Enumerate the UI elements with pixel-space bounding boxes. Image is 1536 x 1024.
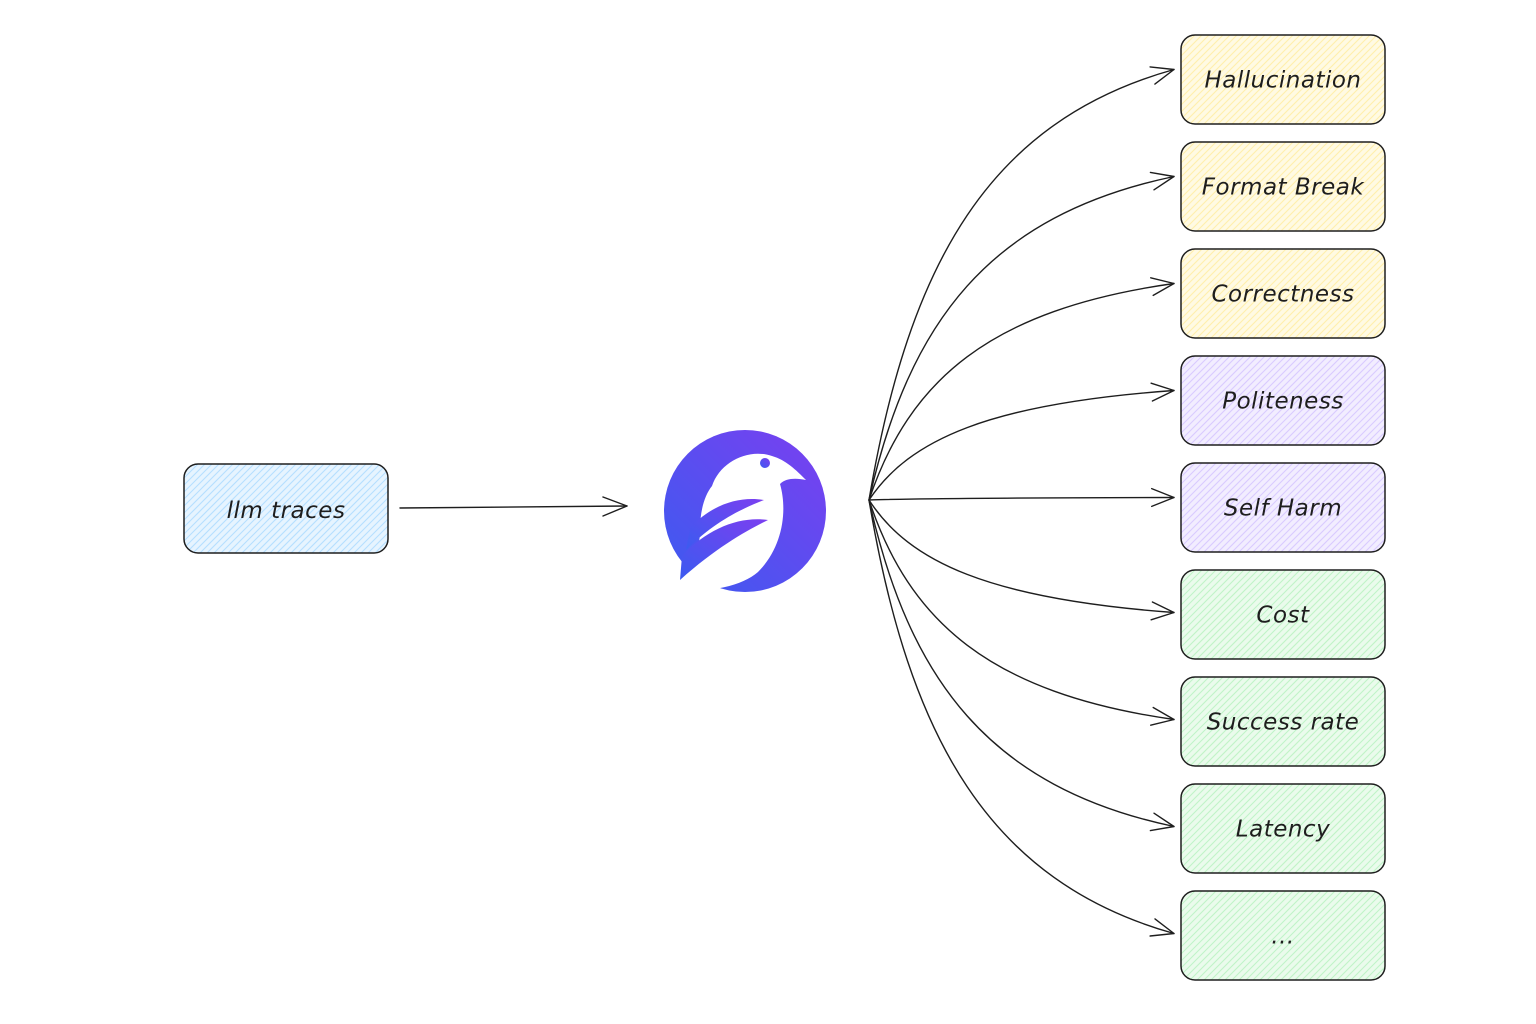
metric-label: Correctness	[1211, 282, 1354, 308]
edge-to-hallucination	[868, 66, 1175, 501]
metric-box	[1180, 676, 1386, 767]
metric-hatch	[1181, 249, 1385, 338]
source-hatch	[184, 464, 388, 553]
metric-node-hallucination[interactable]: Hallucination	[1092, 34, 1536, 125]
metric-node-format-break[interactable]: Format Break	[1092, 141, 1536, 232]
bird-logo-icon	[664, 430, 826, 592]
metric-hatch	[1181, 677, 1385, 766]
metric-node-cost[interactable]: Cost	[1092, 569, 1536, 660]
source-label: llm traces	[227, 498, 346, 524]
bird-wing-stripe-2	[680, 519, 768, 580]
edge-to-politeness	[868, 382, 1175, 501]
metric-box	[1180, 34, 1386, 125]
metric-box	[1180, 355, 1386, 446]
metric-hatch	[1181, 142, 1385, 231]
source-box	[183, 463, 389, 554]
bird-eye	[760, 458, 770, 468]
metric-node-self-harm[interactable]: Self Harm	[1092, 462, 1536, 553]
metric-label: Self Harm	[1224, 496, 1342, 522]
metric-node-latency[interactable]: Latency	[1092, 783, 1536, 874]
metric-node-politeness[interactable]: Politeness	[1092, 355, 1536, 446]
metric-node-correctness[interactable]: Correctness	[1092, 248, 1536, 339]
source-node[interactable]: llm traces	[95, 463, 562, 554]
metric-hatch	[1181, 35, 1385, 124]
edge-to-correctness	[868, 277, 1175, 501]
metric-box	[1180, 783, 1386, 874]
metric-hatch	[1181, 784, 1385, 873]
edges-layer	[868, 66, 1175, 937]
metric-box	[1180, 248, 1386, 339]
metric-label: ...	[1271, 924, 1294, 950]
metric-label: Politeness	[1222, 389, 1344, 415]
source-to-hub-arrow	[399, 496, 628, 517]
metric-node-success-rate[interactable]: Success rate	[1092, 676, 1536, 767]
edge-to-format-break	[868, 171, 1175, 501]
metric-hatch	[1181, 891, 1385, 980]
bird-wing-stripe-1	[686, 499, 764, 550]
edge-to-success-rate	[868, 499, 1175, 726]
metric-label: Hallucination	[1204, 68, 1361, 94]
edge-to-latency	[868, 499, 1175, 832]
metric-box	[1180, 462, 1386, 553]
metric-box	[1180, 890, 1386, 981]
metric-label: Cost	[1256, 603, 1310, 629]
edge-to-self-harm	[868, 487, 1175, 508]
metric-box	[1180, 141, 1386, 232]
metric-hatch	[1181, 356, 1385, 445]
metric-label: Success rate	[1207, 710, 1360, 736]
metric-node-more[interactable]: ...	[1092, 890, 1536, 981]
edge-to-more	[868, 499, 1175, 937]
metric-hatch	[1181, 463, 1385, 552]
metric-label: Format Break	[1202, 175, 1366, 201]
metric-hatch	[1181, 570, 1385, 659]
edge-to-cost	[868, 499, 1175, 621]
metric-label: Latency	[1236, 817, 1330, 843]
metric-box	[1180, 569, 1386, 660]
